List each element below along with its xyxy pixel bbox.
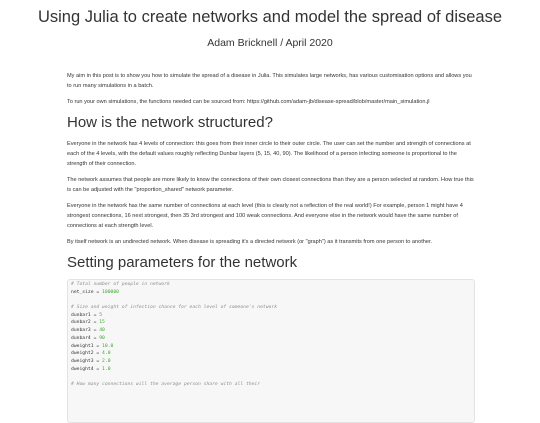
code-operator: =: [90, 335, 100, 341]
code-variable: dunbar1: [71, 312, 91, 318]
code-operator: =: [93, 358, 103, 364]
code-number: 5: [99, 312, 103, 318]
code-number: 1.0: [102, 366, 111, 372]
code-operator: =: [93, 289, 103, 295]
code-comment: # Size and weight of infection chance fo…: [71, 305, 278, 311]
code-comment: # Total number of people in network: [71, 282, 170, 287]
code-number: 15: [99, 320, 105, 326]
code-number: 100000: [102, 289, 119, 295]
code-variable: dunbar4: [71, 335, 91, 341]
code-variable: dunbar2: [71, 320, 91, 326]
code-comment: # How many connections will the average …: [71, 381, 261, 387]
code-variable: dunbar3: [71, 328, 91, 334]
paragraph-connections: Everyone in the network has the same num…: [67, 203, 463, 229]
code-number: 10.0: [102, 343, 114, 349]
code-line: # Size and weight of infection chance fo…: [71, 304, 471, 312]
code-variable: dweight2: [71, 351, 94, 357]
code-number: 4.0: [102, 351, 111, 357]
intro-source-paragraph: To run your own simulations, the functio…: [67, 99, 430, 105]
paragraph-undirected: By itself network is an undirected netwo…: [67, 239, 433, 245]
code-line: dweight3 = 2.0: [71, 358, 471, 366]
code-line-blank: [71, 373, 471, 381]
code-line: dunbar4 = 90: [71, 335, 471, 343]
paragraph-assumption: The network assumes that people are more…: [67, 177, 474, 193]
code-number: 90: [99, 335, 105, 341]
code-line: dweight4 = 1.0: [71, 366, 471, 374]
author-line: Adam Bricknell / April 2020: [207, 37, 333, 49]
code-line: # Total number of people in network: [71, 281, 471, 289]
code-variable: dweight3: [71, 358, 94, 364]
code-block[interactable]: # Total number of people in network net_s…: [67, 279, 475, 423]
code-line: dunbar3 = 40: [71, 327, 471, 335]
code-operator: =: [93, 343, 103, 349]
paragraph-levels: Everyone in the network has 4 levels of …: [67, 141, 471, 167]
code-line: # How many connections will the average …: [71, 381, 471, 389]
code-number: 2.0: [102, 358, 111, 364]
code-line: dunbar2 = 15: [71, 319, 471, 327]
code-line: dunbar1 = 5: [71, 312, 471, 320]
code-operator: =: [90, 312, 100, 318]
code-operator: =: [90, 328, 100, 334]
intro-paragraph: My aim in this post is to show you how t…: [67, 73, 472, 89]
code-variable: net_size: [71, 289, 94, 295]
code-line: net_size = 100000: [71, 289, 471, 297]
code-operator: =: [93, 366, 103, 372]
section-heading-network-structure: How is the network structured?: [67, 114, 273, 131]
code-operator: =: [90, 320, 100, 326]
code-operator: =: [93, 351, 103, 357]
code-variable: dweight4: [71, 366, 94, 372]
code-number: 40: [99, 328, 105, 334]
code-variable: dweight1: [71, 343, 94, 349]
article-body: My aim in this post is to show you how t…: [67, 71, 475, 423]
section-heading-parameters: Setting parameters for the network: [67, 254, 298, 271]
code-line-blank: [71, 296, 471, 304]
code-line: dweight1 = 10.0: [71, 343, 471, 351]
page: Using Julia to create networks and model…: [37, 8, 503, 423]
code-line: dweight2 = 4.0: [71, 350, 471, 358]
page-title: Using Julia to create networks and model…: [37, 8, 503, 26]
